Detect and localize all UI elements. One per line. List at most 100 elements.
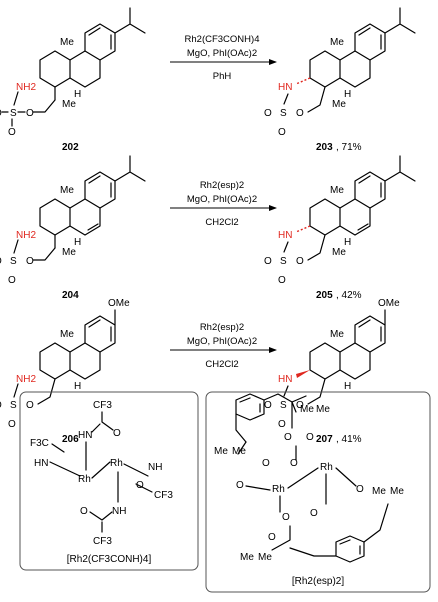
catalyst-box-rh2-cf3conh4: CF3 O HN F3C HN Rh Rh NH CF3 O O NH CF3 … — [19, 391, 199, 571]
sulfur-label: S — [280, 108, 287, 119]
rh-label: Rh — [78, 474, 91, 485]
nh2-label: NH2 — [16, 82, 36, 93]
hydrogen-label: H — [344, 89, 351, 100]
methyl-label: Me — [390, 486, 404, 497]
oxygen-label: O — [26, 400, 34, 411]
nh2-label: NH2 — [16, 374, 36, 385]
rh-label: Rh — [320, 462, 333, 473]
sulfur-label: S — [10, 256, 17, 267]
rh-label: Rh — [272, 484, 285, 495]
oxygen-label: O — [306, 432, 314, 443]
hydrogen-label: H — [74, 89, 81, 100]
compound-number: 206 — [62, 434, 79, 445]
yield-label: , 71% — [336, 142, 362, 153]
oxygen-label: O — [310, 508, 318, 519]
product-205: Me Me H HN O S O O 205 , 42% — [264, 155, 416, 301]
oxygen-label: O — [278, 275, 286, 286]
nh2-label: NH2 — [16, 230, 36, 241]
catalyst-caption: [Rh2(esp)2] — [292, 576, 344, 587]
methyl-label: Me — [330, 185, 344, 196]
sulfur-label: S — [280, 256, 287, 267]
oxygen-label: O — [26, 108, 34, 119]
solvent-condition: CH2Cl2 — [205, 217, 238, 228]
oxygen-label: O — [8, 275, 16, 286]
oxygen-label: O — [8, 419, 16, 430]
methyl-label: Me — [316, 404, 330, 415]
cf3-label: CF3 — [93, 536, 112, 547]
hn-label: HN — [278, 82, 292, 93]
oxygen-label: O — [262, 458, 270, 469]
yield-label: , 42% — [336, 290, 362, 301]
methyl-label: Me — [232, 446, 246, 457]
oxygen-label: O — [26, 256, 34, 267]
oxygen-label: O — [296, 108, 304, 119]
oxygen-label: O — [268, 532, 276, 543]
methyl-label: Me — [332, 99, 346, 110]
rh-label: Rh — [110, 458, 123, 469]
methyl-label: Me — [60, 329, 74, 340]
methoxy-label: OMe — [108, 298, 130, 309]
methyl-label: Me — [372, 486, 386, 497]
methyl-label: Me — [240, 552, 254, 563]
oxygen-label: O — [264, 256, 272, 267]
hn-label: HN — [278, 374, 292, 385]
methyl-label: Me — [330, 329, 344, 340]
reagent-condition: MgO, PhI(OAc)2 — [187, 194, 257, 205]
catalyst-caption: [Rh2(CF3CONH)4] — [67, 554, 152, 565]
oxygen-label: O — [296, 400, 304, 411]
product-203: Me Me H HN O S O O 203 , 71% — [264, 7, 416, 153]
hydrogen-label: H — [74, 237, 81, 248]
cf3-label: CF3 — [154, 490, 173, 501]
hn-label: HN — [278, 230, 292, 241]
reaction-arrow-1: Rh2(CF3CONH)4 MgO, PhI(OAc)2 PhH — [170, 34, 277, 82]
oxygen-label: O — [356, 484, 364, 495]
cf3-label: CF3 — [93, 400, 112, 411]
methoxy-label: OMe — [378, 298, 400, 309]
compound-number: 202 — [62, 142, 79, 153]
sulfur-label: S — [10, 400, 17, 411]
oxygen-label: O — [113, 428, 121, 439]
yield-label: , 41% — [336, 434, 362, 445]
oxygen-label: O — [264, 400, 272, 411]
oxygen-label: O — [278, 127, 286, 138]
reaction-arrow-3: Rh2(esp)2 MgO, PhI(OAc)2 CH2Cl2 — [170, 322, 277, 370]
substrate-204: Me Me H O S NH2 O O 204 — [0, 155, 146, 301]
methyl-label: Me — [62, 99, 76, 110]
sulfur-label: S — [10, 108, 17, 119]
nh-label: NH — [112, 506, 126, 517]
compound-number: 207 — [316, 434, 333, 445]
compound-number: 204 — [62, 290, 79, 301]
oxygen-label: O — [80, 506, 88, 517]
f3c-label: F3C — [30, 438, 49, 449]
catalyst-condition: Rh2(esp)2 — [200, 180, 244, 191]
oxygen-label: O — [284, 432, 292, 443]
hydrogen-label: H — [74, 381, 81, 392]
reagent-condition: MgO, PhI(OAc)2 — [187, 48, 257, 59]
methyl-label: Me — [60, 37, 74, 48]
oxygen-label: O — [296, 256, 304, 267]
hydrogen-label: H — [344, 237, 351, 248]
sulfur-label: S — [280, 400, 287, 411]
oxygen-label: O — [290, 458, 298, 469]
solvent-condition: CH2Cl2 — [205, 359, 238, 370]
catalyst-condition: Rh2(CF3CONH)4 — [185, 34, 260, 45]
oxygen-label: O — [0, 400, 2, 411]
hn-label: HN — [78, 430, 92, 441]
product-207: OMe Me H HN O S O O 207 , 41% — [264, 298, 400, 445]
methyl-label: Me — [60, 185, 74, 196]
oxygen-label: O — [0, 256, 2, 267]
methyl-label: Me — [62, 247, 76, 258]
solvent-condition: PhH — [213, 71, 232, 82]
catalyst-condition: Rh2(esp)2 — [200, 322, 244, 333]
oxygen-label: O — [264, 108, 272, 119]
oxygen-label: O — [8, 127, 16, 138]
oxygen-label: O — [236, 480, 244, 491]
oxygen-label: O — [136, 480, 144, 491]
reaction-arrow-2: Rh2(esp)2 MgO, PhI(OAc)2 CH2Cl2 — [170, 180, 277, 228]
methyl-label: Me — [258, 552, 272, 563]
oxygen-label: O — [0, 108, 2, 119]
reagent-condition: MgO, PhI(OAc)2 — [187, 336, 257, 347]
hn-label: HN — [34, 458, 48, 469]
oxygen-label: O — [282, 512, 290, 523]
